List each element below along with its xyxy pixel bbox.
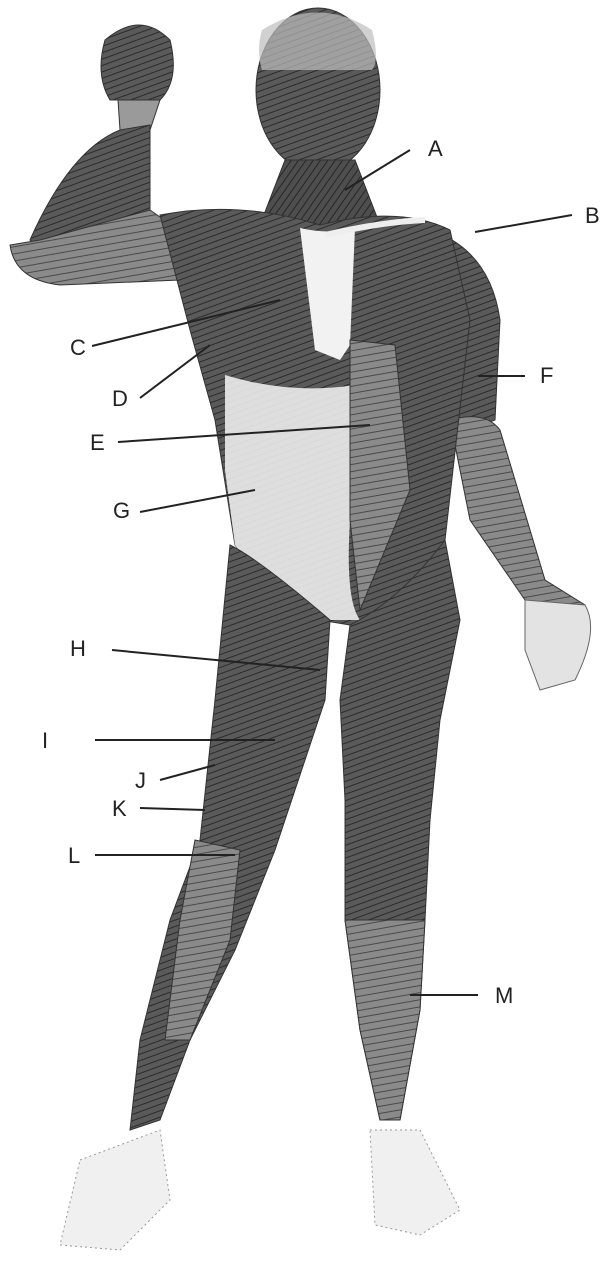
- label-d: D: [112, 388, 128, 410]
- label-k: K: [112, 798, 127, 820]
- label-g: G: [113, 500, 130, 522]
- leader-line-k: [140, 808, 205, 810]
- label-h: H: [70, 638, 86, 660]
- label-m: M: [495, 985, 513, 1007]
- label-f: F: [540, 365, 553, 387]
- label-e: E: [90, 432, 105, 454]
- label-i: I: [42, 730, 48, 752]
- label-a: A: [428, 138, 443, 160]
- head: [256, 8, 380, 172]
- torso: [160, 209, 470, 625]
- leader-line-d: [140, 345, 210, 398]
- label-l: L: [68, 845, 80, 867]
- label-b: B: [585, 205, 600, 227]
- label-j: J: [135, 770, 146, 792]
- legs: [60, 540, 460, 1250]
- leader-line-b: [475, 215, 572, 232]
- label-c: C: [70, 337, 86, 359]
